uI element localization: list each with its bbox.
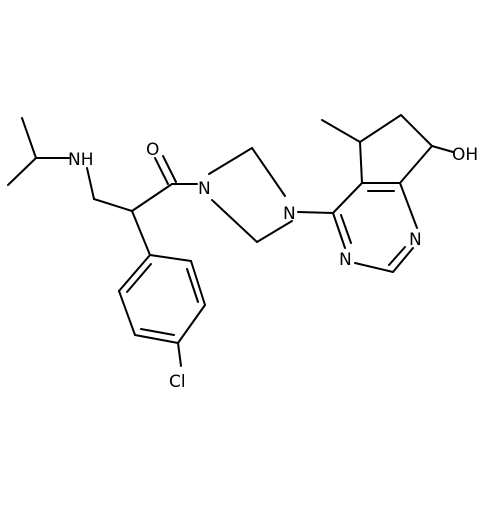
atom-label-carbonyl-o: O xyxy=(146,140,159,160)
bond xyxy=(400,114,433,147)
atom-label-pyrimidine-n3: N xyxy=(339,250,352,270)
bond xyxy=(211,199,258,243)
bond xyxy=(392,247,414,273)
atom-label-hydroxyl: OH xyxy=(452,145,478,165)
bond xyxy=(359,141,363,184)
bond xyxy=(154,157,169,185)
bond xyxy=(21,117,37,159)
bond xyxy=(399,145,433,184)
atom-label-pyrimidine-n1: N xyxy=(409,230,422,250)
atom-labels: NH O N N OH N N Cl xyxy=(68,140,478,392)
bond xyxy=(86,167,95,200)
atom-label-piperazine-n1: N xyxy=(198,179,211,199)
bonds xyxy=(7,114,454,367)
bond xyxy=(359,114,402,143)
bond xyxy=(177,342,182,367)
bond xyxy=(140,328,175,336)
bond xyxy=(256,220,293,243)
bond xyxy=(118,254,151,292)
bond xyxy=(131,183,173,212)
bond xyxy=(7,157,37,186)
bond xyxy=(190,260,206,306)
atom-label-nh: NH xyxy=(68,150,94,170)
bond xyxy=(332,182,363,214)
bond xyxy=(149,254,192,262)
atom-label-piperazine-n2: N xyxy=(283,204,296,224)
atom-label-chlorine: Cl xyxy=(169,372,186,392)
bond xyxy=(126,263,152,293)
bond xyxy=(388,246,406,266)
bond xyxy=(131,210,151,256)
bond xyxy=(321,119,361,143)
bond xyxy=(354,262,394,273)
bond xyxy=(399,182,418,229)
bond xyxy=(93,198,133,212)
bond xyxy=(208,147,253,175)
bond xyxy=(177,304,206,344)
bond xyxy=(431,145,454,153)
bond xyxy=(118,290,136,336)
bond xyxy=(162,155,177,183)
bond xyxy=(251,147,286,197)
bond xyxy=(332,212,346,249)
bond xyxy=(340,214,352,244)
bond xyxy=(186,268,199,303)
bond xyxy=(134,334,179,344)
bond xyxy=(297,211,334,214)
